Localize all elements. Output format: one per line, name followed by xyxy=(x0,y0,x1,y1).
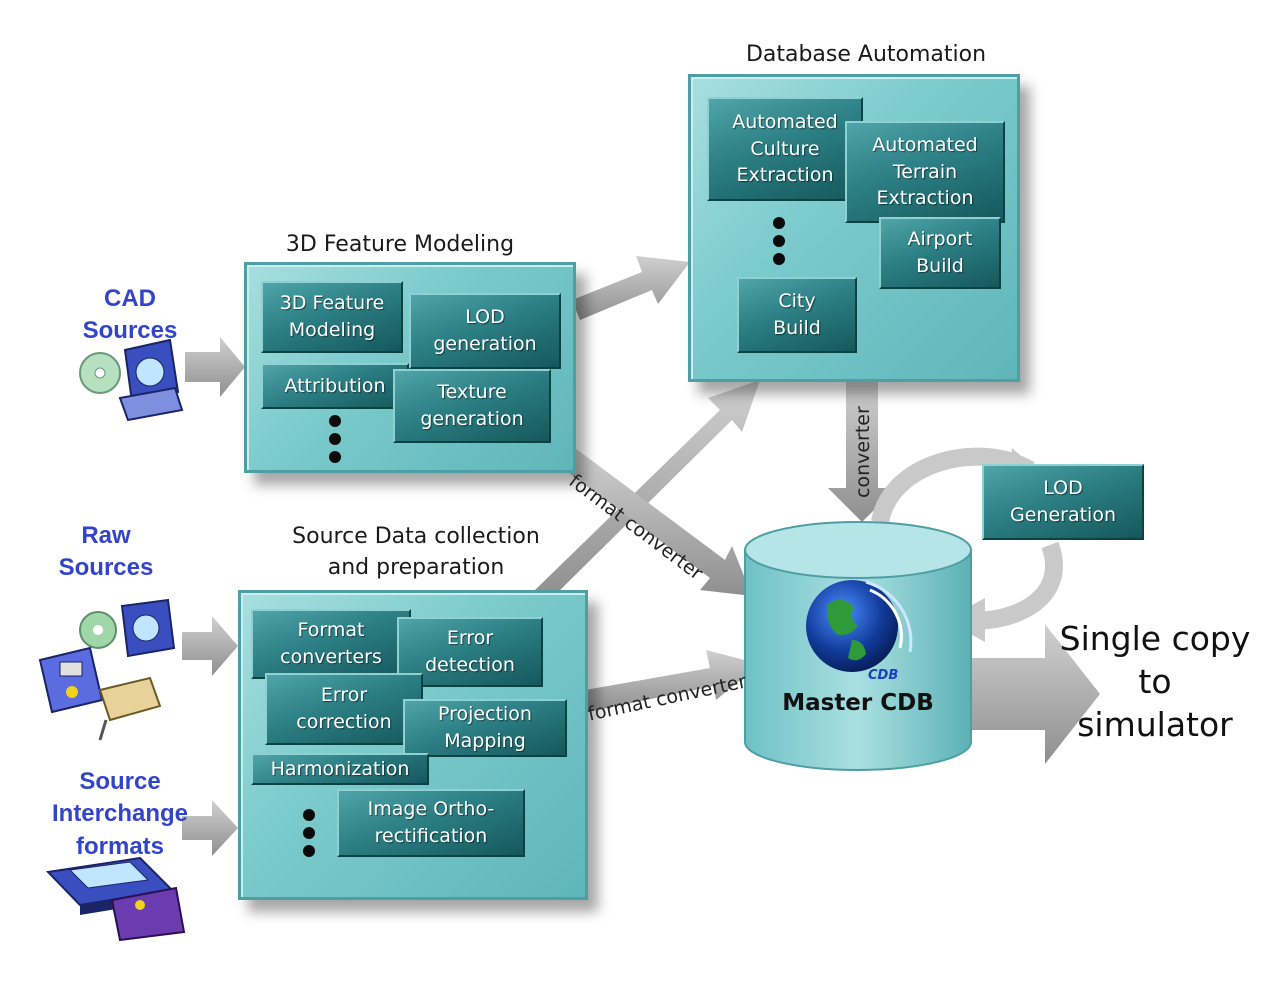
interchange-icon xyxy=(45,856,186,942)
database-automation-more-dots xyxy=(773,217,785,265)
source-data-title: Source Data collection and preparation xyxy=(292,524,540,580)
arrow-modeling-to-automation xyxy=(572,256,690,320)
simulator-output-label: Single copy to simulator xyxy=(1059,619,1251,744)
arrow-modeling-to-cdb xyxy=(565,448,752,596)
airport-build-box: Airport Build xyxy=(879,217,1001,289)
format-converters-box: Format converters xyxy=(251,609,411,679)
arrow-cad-to-modeling xyxy=(185,337,245,397)
feature-modeling-box: 3D Feature Modeling xyxy=(261,281,403,353)
cdb-lod-generation-box: LOD Generation xyxy=(982,464,1144,540)
arrow-automation-to-cdb xyxy=(828,378,896,522)
feature-modeling-title: 3D Feature Modeling xyxy=(285,232,515,257)
city-build-box: City Build xyxy=(737,277,857,353)
arrow-cdb-to-simulator xyxy=(972,624,1100,764)
harmonization-box: Harmonization xyxy=(251,753,429,785)
terrain-extraction-box: Automated Terrain Extraction xyxy=(845,121,1005,223)
culture-extraction-box: Automated Culture Extraction xyxy=(707,97,863,201)
cdb-logo-text: CDB xyxy=(868,668,899,683)
projection-mapping-box: Projection Mapping xyxy=(403,699,567,757)
texture-generation-box: Texture generation xyxy=(393,369,551,443)
database-automation-panel: Automated Culture Extraction Automated T… xyxy=(688,74,1020,382)
attribution-box: Attribution xyxy=(261,363,409,409)
master-cdb-cylinder xyxy=(744,521,972,771)
image-ortho-box: Image Ortho- rectification xyxy=(337,789,525,857)
database-automation-title: Database Automation xyxy=(745,42,987,67)
feature-modeling-more-dots xyxy=(329,415,341,463)
feature-modeling-panel: 3D Feature Modeling LOD generation Attri… xyxy=(244,262,576,473)
cad-sources-label: CAD Sources xyxy=(82,285,178,345)
lod-generation-box: LOD generation xyxy=(409,293,561,369)
error-correction-box: Error correction xyxy=(265,673,423,745)
error-detection-box: Error detection xyxy=(397,617,543,687)
arrow-source-to-automation xyxy=(535,380,760,600)
converter-vertical-label: converter xyxy=(852,406,874,498)
source-data-panel: Format converters Error detection Error … xyxy=(238,590,588,900)
master-cdb-label: Master CDB xyxy=(782,690,934,716)
raw-sources-icon xyxy=(38,598,176,741)
arrow-interchange-to-source xyxy=(182,800,238,856)
raw-sources-label: Raw Sources xyxy=(58,522,154,582)
arrow-raw-to-source xyxy=(182,616,238,676)
interchange-sources-label: Source Interchange formats xyxy=(51,768,189,860)
source-data-more-dots xyxy=(303,809,315,857)
arrow-source-to-cdb xyxy=(585,650,760,712)
cad-sources-icon xyxy=(79,338,184,422)
lod-loop-top xyxy=(871,447,1035,525)
